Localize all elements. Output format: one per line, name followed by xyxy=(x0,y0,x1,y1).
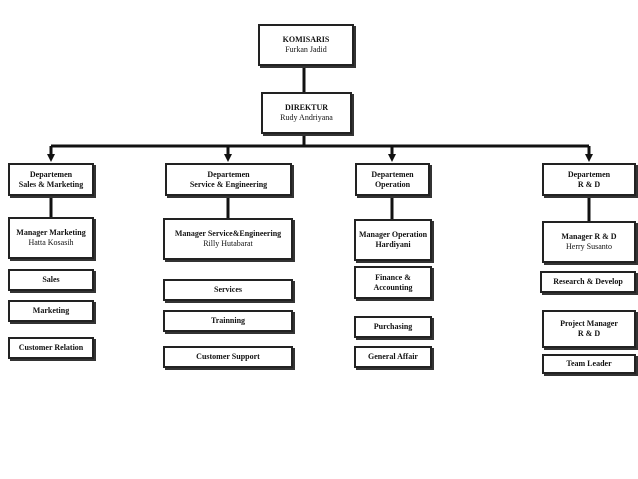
general-affair-box: General Affair xyxy=(354,346,432,368)
dept-label: Departemen xyxy=(29,169,73,179)
dept-rnd-box: Departemen R & D xyxy=(542,163,636,196)
dept-name: Service & Engineering xyxy=(189,179,268,189)
manager-name: Hatta Kosasih xyxy=(28,238,74,247)
dept-label: Departemen xyxy=(567,169,611,179)
direktur-box: DIREKTUR Rudy Andriyana xyxy=(261,92,352,134)
direktur-name: Rudy Andriyana xyxy=(280,113,333,122)
manager-title: Manager R & D xyxy=(561,232,617,241)
manager-title: Manager Marketing xyxy=(16,228,86,237)
dept-operation-box: Departemen Operation xyxy=(355,163,430,196)
dept-service-engineering-box: Departemen Service & Engineering xyxy=(165,163,292,196)
services-box: Services xyxy=(163,279,293,301)
manager-name: Herry Susanto xyxy=(566,242,612,251)
team-leader-box: Team Leader xyxy=(542,354,636,374)
manager-rnd-box: Manager R & D Herry Susanto xyxy=(542,221,636,263)
komisaris-title: KOMISARIS xyxy=(282,35,330,44)
trainning-box: Trainning xyxy=(163,310,293,332)
customer-relation-box: Customer Relation xyxy=(8,337,94,359)
dept-name: Sales & Marketing xyxy=(18,179,84,189)
project-manager-rnd-box: Project Manager R & D xyxy=(542,310,636,348)
manager-name: Rilly Hutabarat xyxy=(203,239,253,248)
komisaris-box: KOMISARIS Furkan Jadid xyxy=(258,24,354,66)
dept-label: Departemen xyxy=(207,169,250,179)
dept-name: R & D xyxy=(577,179,601,189)
direktur-title: DIREKTUR xyxy=(284,103,329,112)
dept-sales-marketing-box: Departemen Sales & Marketing xyxy=(8,163,94,196)
dept-label: Departemen xyxy=(371,169,414,179)
manager-service-box: Manager Service&Engineering Rilly Hutaba… xyxy=(163,218,293,260)
manager-marketing-box: Manager Marketing Hatta Kosasih xyxy=(8,217,94,259)
purchasing-box: Purchasing xyxy=(354,316,432,338)
manager-title: Manager Service&Engineering xyxy=(174,229,282,238)
manager-title: Manager Operation xyxy=(358,230,428,239)
research-develop-box: Research & Develop xyxy=(540,271,636,293)
customer-support-box: Customer Support xyxy=(163,346,293,368)
marketing-box: Marketing xyxy=(8,300,94,322)
dept-name: Operation xyxy=(374,179,411,189)
finance-accounting-box: Finance & Accounting xyxy=(354,266,432,299)
project-manager-title: Project Manager xyxy=(560,319,618,328)
sales-box: Sales xyxy=(8,269,94,291)
project-manager-dept: R & D xyxy=(577,329,601,338)
manager-name: Hardiyani xyxy=(375,240,411,249)
manager-operation-box: Manager Operation Hardiyani xyxy=(354,219,432,261)
komisaris-name: Furkan Jadid xyxy=(285,45,327,54)
